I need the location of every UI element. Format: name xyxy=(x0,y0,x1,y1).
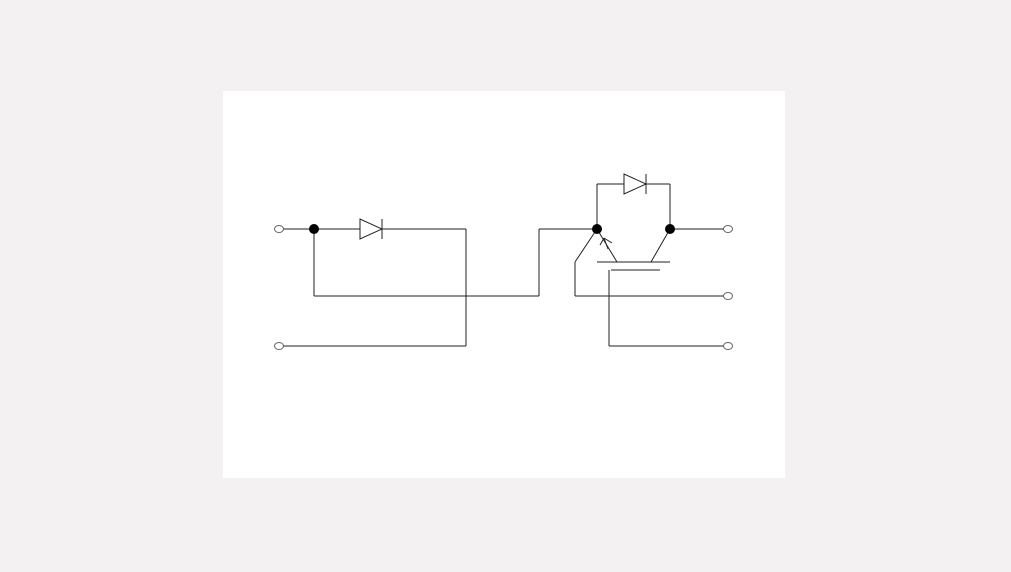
left-diode-triangle-icon xyxy=(359,218,384,240)
right-junction-node xyxy=(665,224,675,234)
circuit-diagram xyxy=(274,173,733,350)
circuit-diagram-panel xyxy=(223,91,785,478)
left-top-terminal xyxy=(274,225,284,233)
igbt-left-down-slant xyxy=(574,228,598,263)
center-junction-node xyxy=(592,224,602,234)
igbt-arrow-head-right-icon xyxy=(603,237,613,244)
left-junction-node xyxy=(309,224,319,234)
igbt-collector-slant xyxy=(650,228,671,263)
right-middle-terminal xyxy=(723,292,733,300)
top-diode-triangle-icon xyxy=(623,173,648,195)
right-bottom-terminal xyxy=(723,342,733,350)
igbt-arrow-stem-icon xyxy=(603,237,609,250)
left-bottom-terminal xyxy=(274,342,284,350)
igbt-arrow-head-left-icon xyxy=(599,237,605,246)
right-top-terminal xyxy=(723,225,733,233)
